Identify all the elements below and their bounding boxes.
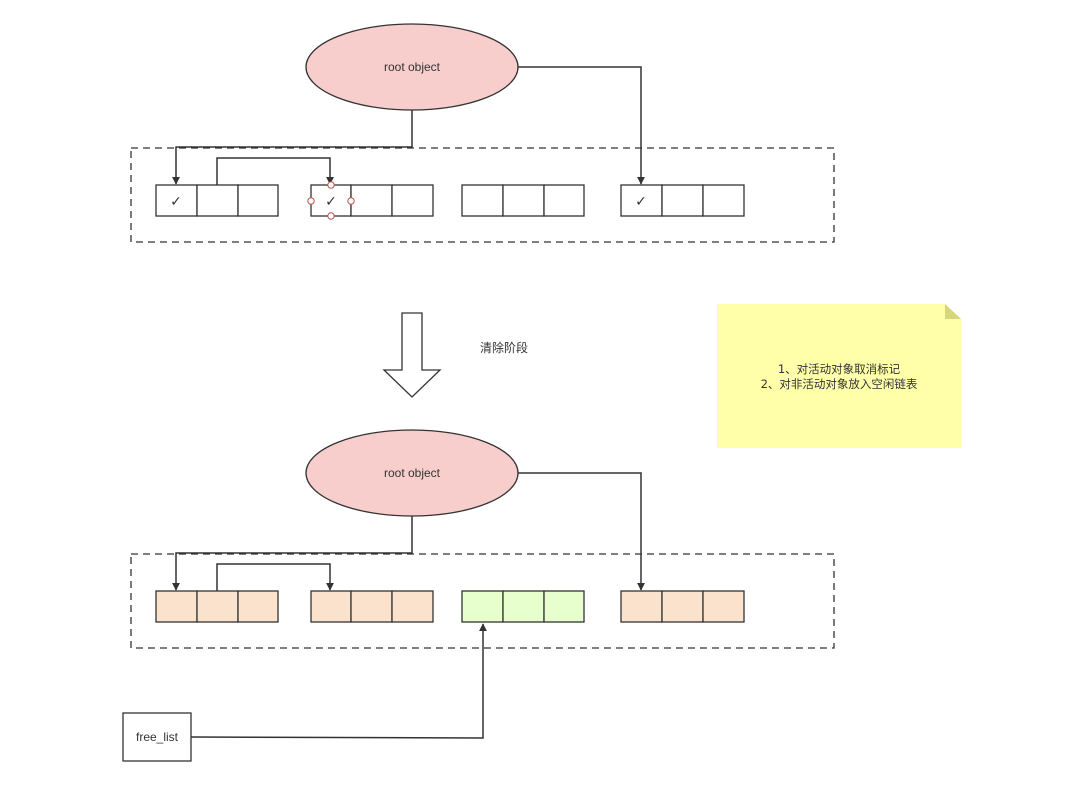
top-object-3-cell-3 (543, 184, 585, 217)
top-object-2-cell-2 (350, 184, 393, 217)
top-object-4-cell-3 (702, 184, 745, 217)
bottom-object-3-free (461, 590, 585, 623)
phase-transition: 清除阶段 (382, 312, 528, 398)
top-object-1-cell-1 (155, 184, 198, 217)
top-object-1-mark: ✓ (170, 194, 182, 210)
top-root-object-label: root object (384, 60, 441, 74)
top-object-4: ✓ (620, 184, 745, 217)
bottom-object-2-cell-1 (310, 590, 352, 623)
top-object-2-cell-3 (391, 184, 434, 217)
bottom-object-4-cell-1 (620, 590, 663, 623)
top-object-1-cell-3 (237, 184, 279, 217)
bottom-object-2 (310, 590, 434, 623)
top-root-to-object1-connector (172, 110, 413, 185)
note-line-1: 1、对活动对象取消标记 (778, 362, 901, 376)
bottom-heap-container (130, 553, 835, 649)
down-arrow-icon (382, 312, 442, 398)
top-object-3-cell-1 (461, 184, 504, 217)
bottom-section: root object free_list (122, 429, 835, 762)
bottom-object-3-cell-2 (502, 590, 545, 623)
free-list-to-object3-connector (190, 623, 487, 739)
selection-handle-left[interactable] (307, 197, 315, 205)
top-heap-container (130, 147, 835, 243)
note-line-2: 2、对非活动对象放入空闲链表 (761, 377, 918, 391)
top-section: root object ✓ ✓ (130, 23, 835, 243)
top-object-3-cell-2 (502, 184, 545, 217)
selection-handle-top[interactable] (327, 181, 335, 189)
top-object-2: ✓ (307, 181, 434, 220)
bottom-object-4-cell-3 (702, 590, 745, 623)
top-object-3 (461, 184, 585, 217)
bottom-object-4 (620, 590, 745, 623)
bottom-root-to-object1-connector (172, 516, 413, 591)
bottom-root-object-label: root object (384, 466, 441, 480)
free-list-label: free_list (136, 730, 179, 744)
bottom-object-2-cell-3 (391, 590, 434, 623)
top-root-to-object4-connector (518, 66, 645, 185)
bottom-object1-to-object2-connector (216, 563, 334, 591)
selection-handle-right[interactable] (347, 197, 355, 205)
bottom-object-1-cell-3 (237, 590, 279, 623)
bottom-object-3-cell-3 (543, 590, 585, 623)
phase-label: 清除阶段 (480, 340, 528, 355)
bottom-object-1-cell-2 (196, 590, 239, 623)
free-list-box (122, 712, 192, 762)
bottom-object-2-cell-2 (350, 590, 393, 623)
sticky-note-fold (945, 304, 961, 319)
top-object-4-cell-2 (661, 184, 704, 217)
sticky-note-body (717, 304, 961, 448)
bottom-object-4-cell-2 (661, 590, 704, 623)
top-object1-to-object2-connector (216, 157, 334, 185)
bottom-object-3-cell-1 (461, 590, 504, 623)
top-object-2-mark: ✓ (325, 194, 337, 210)
top-object-1-cell-2 (196, 184, 239, 217)
bottom-object-1 (155, 590, 279, 623)
bottom-object-1-cell-1 (155, 590, 198, 623)
top-object-4-mark: ✓ (635, 194, 647, 210)
sticky-note: 1、对活动对象取消标记 2、对非活动对象放入空闲链表 (717, 304, 961, 448)
top-object-4-cell-1 (620, 184, 663, 217)
top-object-1: ✓ (155, 184, 279, 217)
selection-handle-bottom[interactable] (327, 212, 335, 220)
bottom-root-to-object4-connector (518, 472, 645, 591)
